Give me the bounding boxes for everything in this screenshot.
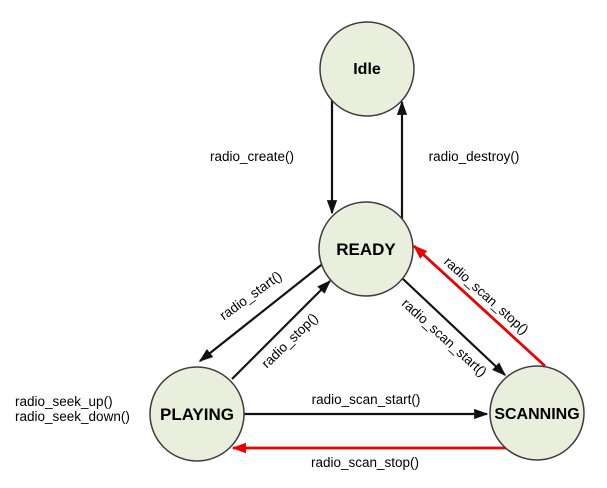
state-ready-label: READY	[336, 240, 396, 259]
state-idle: Idle	[319, 21, 415, 117]
state-scanning-label: SCANNING	[494, 406, 579, 423]
state-ready: READY	[318, 201, 414, 297]
transition-label-radio-scan-start-diagonal: radio_scan_start()	[399, 296, 490, 380]
transition-label-radio-stop: radio_stop()	[259, 310, 321, 371]
playing-side-events: radio_seek_up() radio_seek_down()	[15, 394, 130, 424]
playing-event-radio-seek-up: radio_seek_up()	[15, 394, 113, 409]
state-ready-circle	[318, 201, 414, 297]
state-playing-circle	[149, 366, 245, 462]
transition-label-radio-destroy: radio_destroy()	[429, 149, 520, 164]
transition-label-radio-scan-start-horizontal: radio_scan_start()	[312, 392, 421, 407]
transition-arrow-radio-start	[198, 261, 326, 362]
state-idle-circle	[319, 21, 415, 117]
state-scanning-circle	[489, 365, 585, 461]
transition-label-radio-scan-stop-diagonal: radio_scan_stop()	[441, 254, 531, 337]
transition-arrow-radio-scan-stop-diagonal	[412, 244, 546, 368]
transition-arrow-radio-scan-start-diagonal	[402, 278, 507, 376]
state-playing-label: PLAYING	[160, 405, 234, 424]
playing-event-radio-seek-down: radio_seek_down()	[15, 409, 130, 424]
transition-label-radio-start: radio_start()	[217, 268, 285, 323]
state-playing: PLAYING	[149, 366, 245, 462]
transition-label-radio-scan-stop-horizontal: radio_scan_stop()	[311, 455, 419, 470]
state-idle-label: Idle	[353, 61, 381, 78]
state-scanning: SCANNING	[489, 365, 585, 461]
transition-label-radio-create: radio_create()	[210, 149, 294, 164]
transition-arrow-radio-stop	[231, 279, 332, 380]
